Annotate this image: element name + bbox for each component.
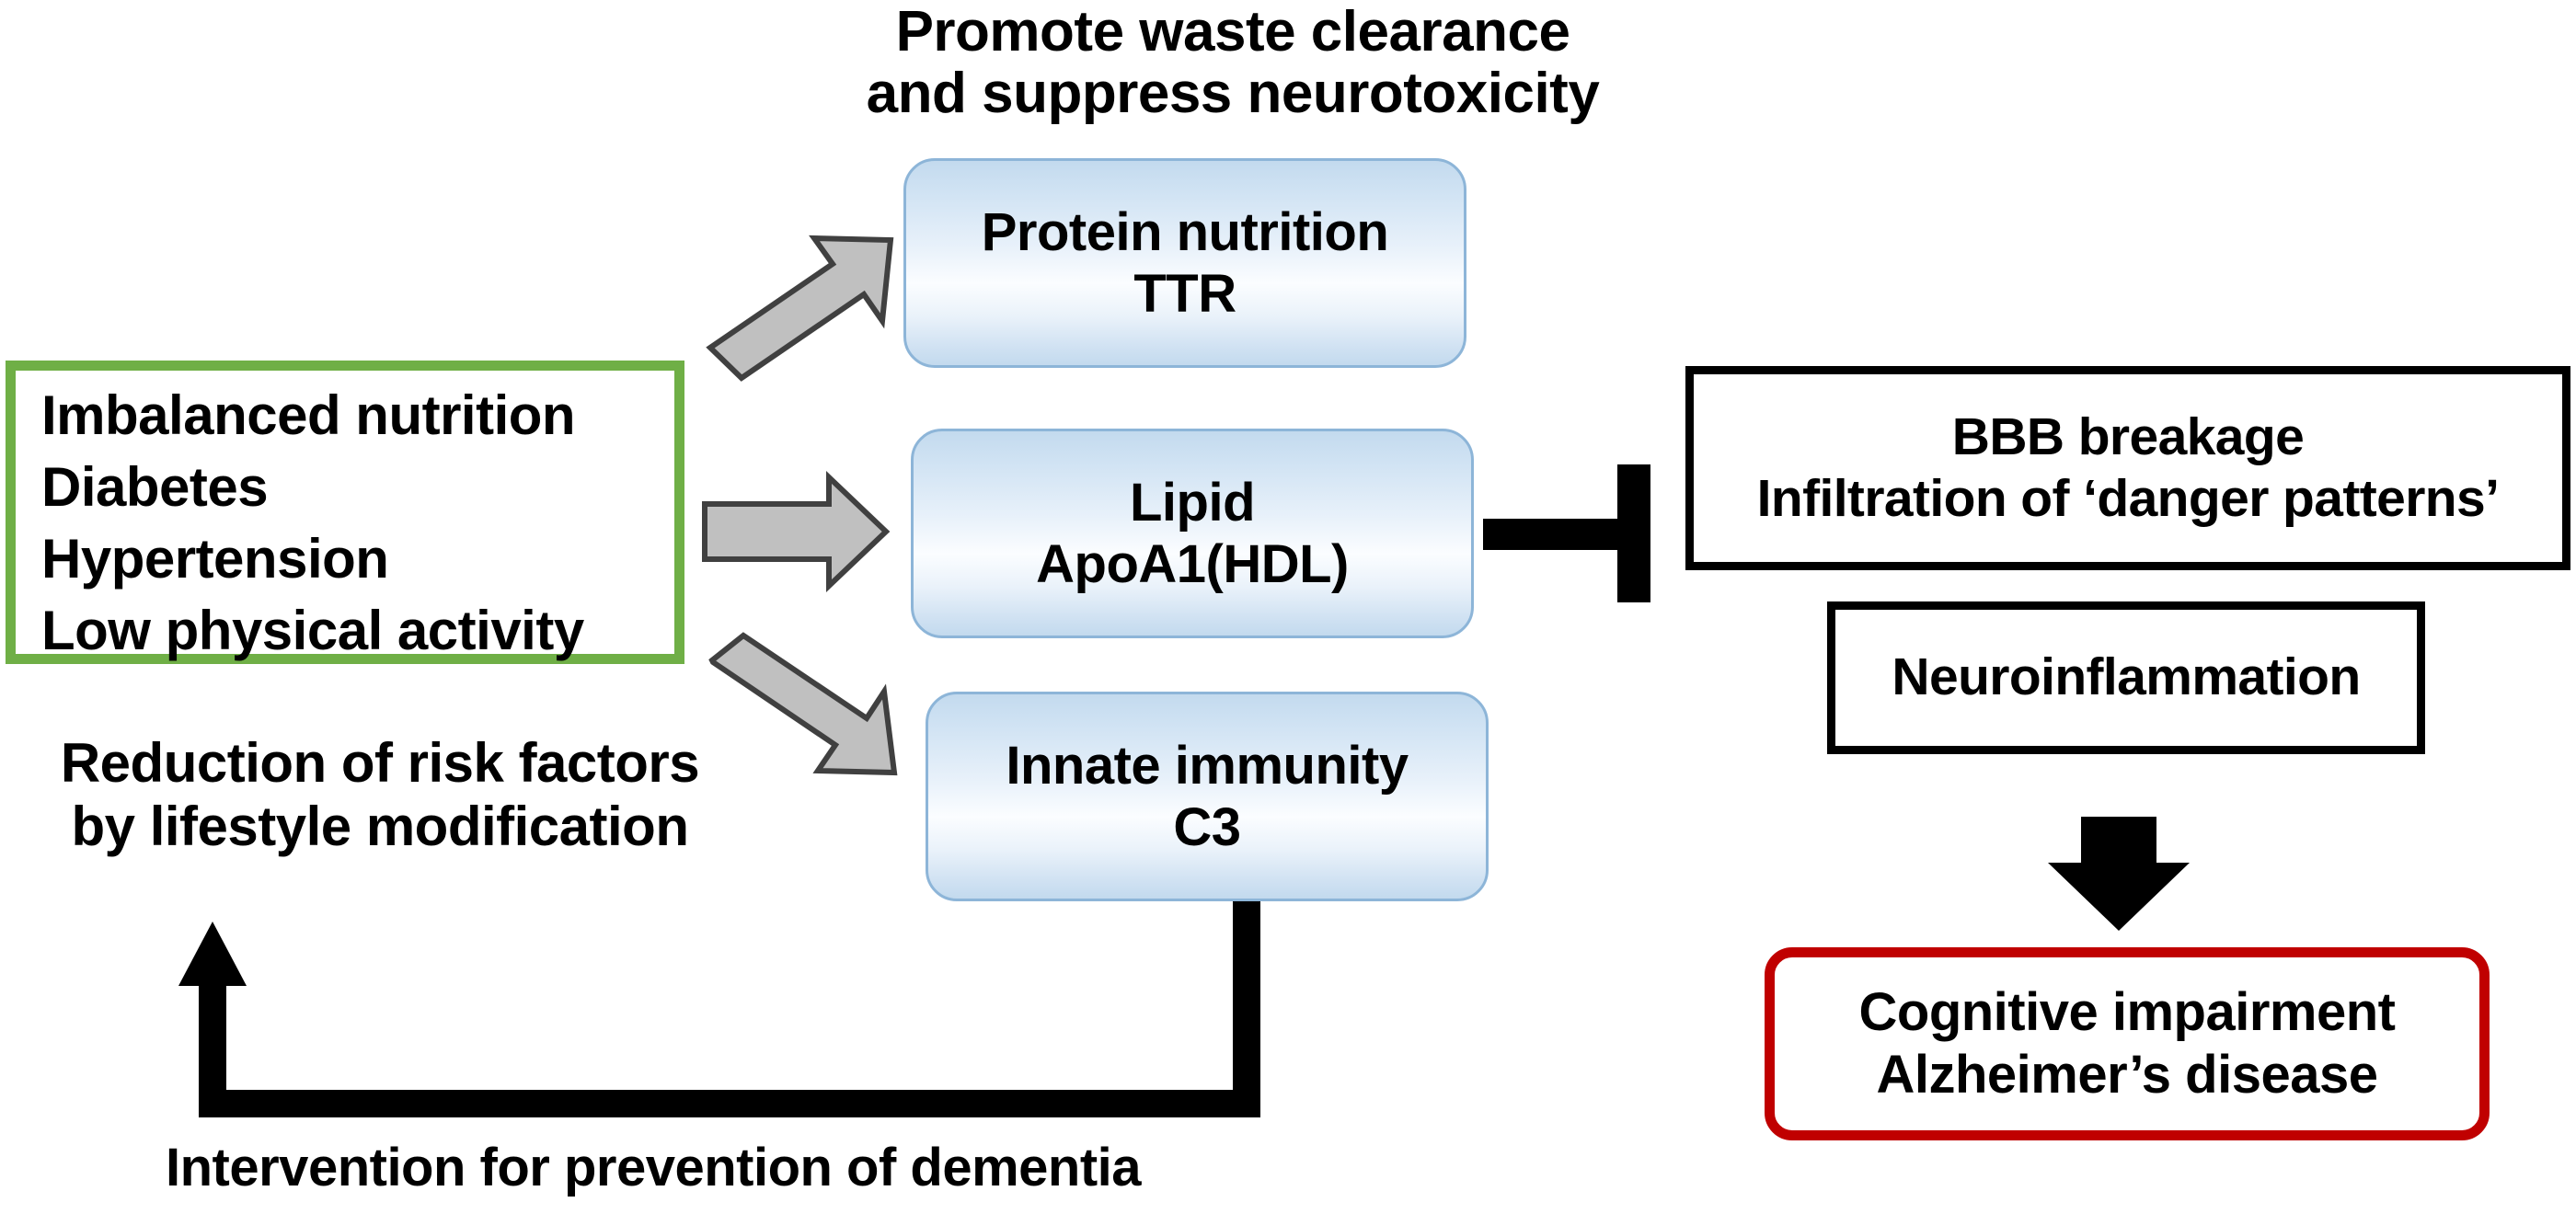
heading-promote-waste-clearance: Promote waste clearance and suppress neu… [866, 0, 1600, 125]
cognitive-impairment-label: Cognitive impairment Alzheimer’s disease [1858, 981, 2396, 1105]
innate-immunity-box: Innate immunity C3 [926, 692, 1489, 901]
intervention-for-prevention-caption: Intervention for prevention of dementia [166, 1138, 1142, 1197]
inhibition-lipid-to-bbb-icon [1483, 464, 1650, 602]
arrow-neuro-to-cognitive-icon [2048, 817, 2190, 931]
reduction-of-risk-factors-caption: Reduction of risk factors by lifestyle m… [60, 732, 700, 857]
lipid-apoa1-label: Lipid ApoA1(HDL) [1036, 472, 1349, 594]
innate-immunity-label: Innate immunity C3 [1006, 735, 1409, 857]
feedback-innate-to-risk-icon [178, 901, 1260, 1117]
protein-nutrition-label: Protein nutrition TTR [981, 201, 1389, 324]
risk-factor-box: Imbalanced nutrition Diabetes Hypertensi… [6, 361, 684, 664]
risk-factor-list: Imbalanced nutrition Diabetes Hypertensi… [41, 384, 584, 661]
neuroinflammation-label: Neuroinflammation [1892, 647, 2361, 707]
arrow-to-lipid-icon [702, 471, 891, 592]
bbb-breakage-box: BBB breakage Infiltration of ‘danger pat… [1685, 366, 2570, 570]
neuroinflammation-box: Neuroinflammation [1827, 601, 2425, 754]
lipid-apoa1-box: Lipid ApoA1(HDL) [911, 429, 1474, 638]
cognitive-impairment-box: Cognitive impairment Alzheimer’s disease [1765, 947, 2490, 1140]
arrow-to-protein-icon [706, 235, 894, 382]
protein-nutrition-box: Protein nutrition TTR [903, 158, 1466, 368]
bbb-breakage-label: BBB breakage Infiltration of ‘danger pat… [1756, 407, 2500, 528]
